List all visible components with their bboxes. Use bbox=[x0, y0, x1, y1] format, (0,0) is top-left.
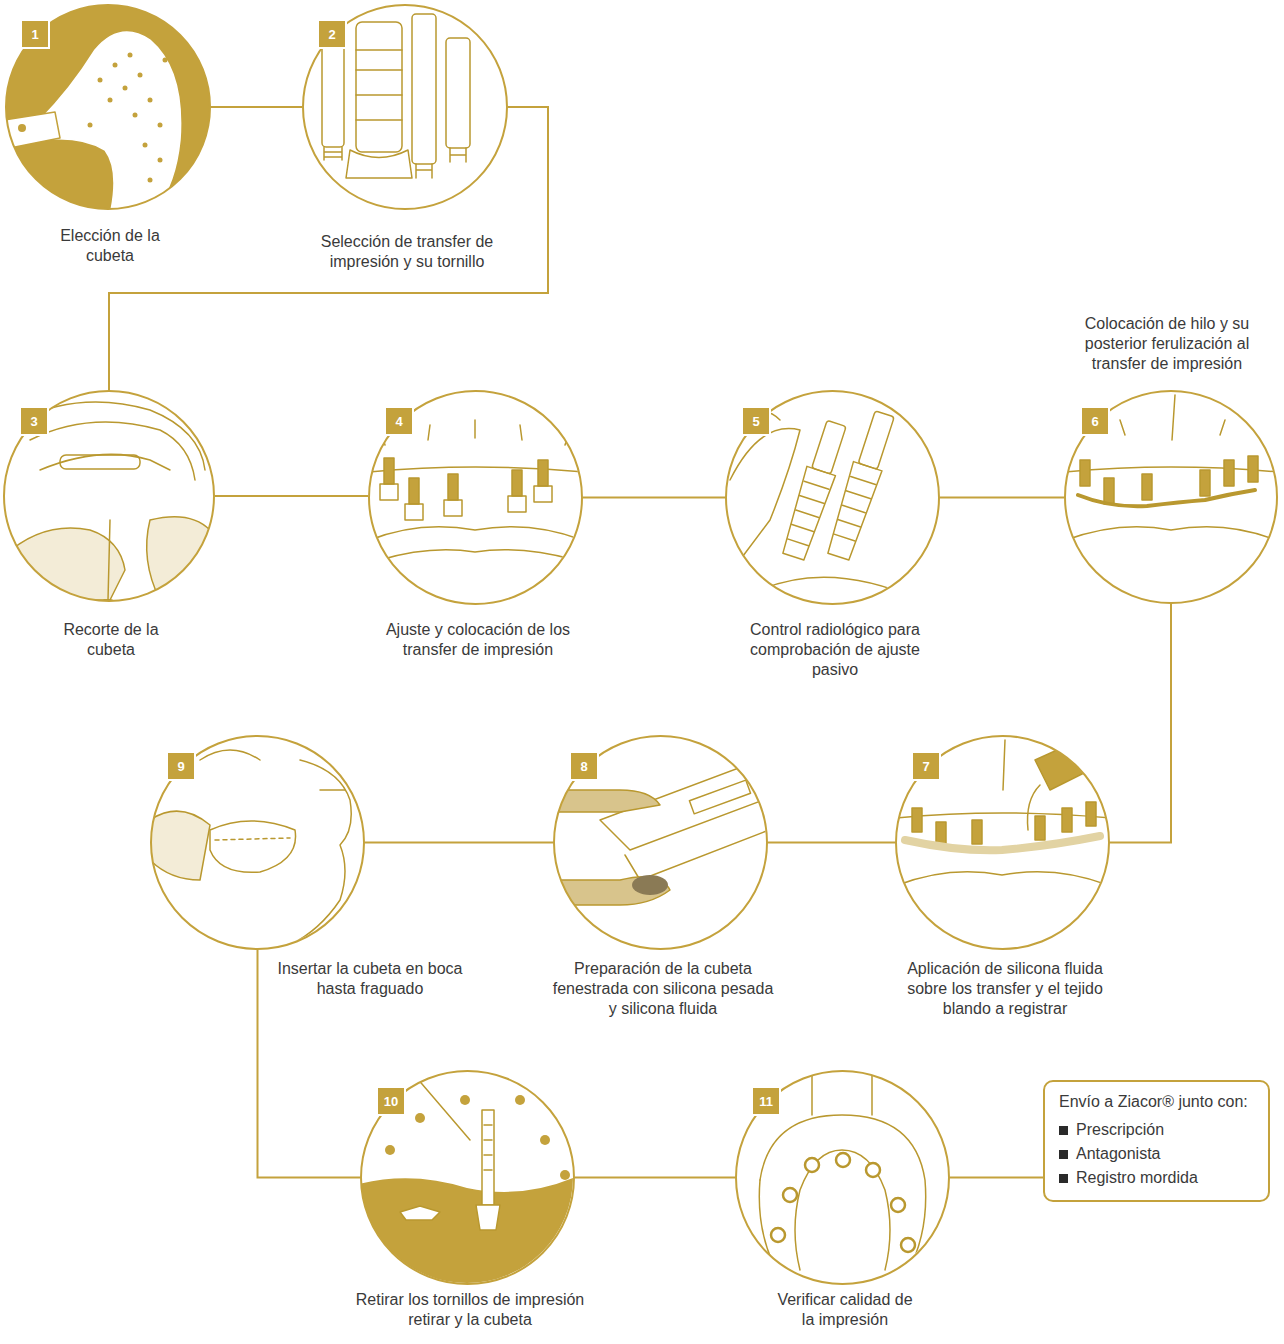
connector-line bbox=[215, 495, 368, 497]
step-caption: Elección de la cubeta bbox=[50, 226, 170, 266]
bullet-text: Antagonista bbox=[1076, 1144, 1161, 1164]
callout-number: 4 bbox=[395, 415, 402, 428]
step-caption: Retirar los tornillos de impresión retir… bbox=[340, 1290, 600, 1330]
bullet-item: Antagonista bbox=[1059, 1144, 1254, 1164]
step-circle: 11Verificar calidad de la impresión bbox=[735, 1070, 950, 1285]
callout-number: 6 bbox=[1091, 415, 1098, 428]
step-circle: 4Ajuste y colocación de los transfer de … bbox=[368, 390, 583, 605]
bullet-square bbox=[1059, 1126, 1068, 1135]
step-badge: 3 bbox=[19, 406, 49, 436]
connector-line bbox=[940, 497, 1064, 499]
callout-number: 7 bbox=[922, 760, 929, 773]
step-caption: Selección de transfer de impresión y su … bbox=[297, 232, 517, 272]
connector-line bbox=[211, 106, 302, 108]
callout-number: 9 bbox=[177, 760, 184, 773]
step-caption: Verificar calidad de la impresión bbox=[770, 1290, 920, 1330]
step-caption: Insertar la cubeta en boca hasta fraguad… bbox=[270, 959, 470, 999]
step-circle: 1Elección de la cubeta bbox=[5, 4, 211, 210]
step-caption: Control radiológico para comprobación de… bbox=[725, 620, 945, 680]
note-heading: Envío a Ziacor® junto con: bbox=[1059, 1092, 1254, 1112]
step-badge: 2 bbox=[317, 19, 347, 49]
step-badge: 9 bbox=[166, 751, 196, 781]
bullet-square bbox=[1059, 1150, 1068, 1159]
step-circle: 9Insertar la cubeta en boca hasta fragua… bbox=[150, 735, 365, 950]
connector-line bbox=[365, 842, 553, 844]
connector-line bbox=[575, 1177, 735, 1179]
step-badge: 7 bbox=[911, 751, 941, 781]
step-badge: 1 bbox=[20, 19, 50, 49]
step-caption: Aplicación de silicona fluida sobre los … bbox=[885, 959, 1125, 1019]
bullet-text: Prescripción bbox=[1076, 1120, 1164, 1140]
bullet-item: Prescripción bbox=[1059, 1120, 1254, 1140]
callout-number: 8 bbox=[580, 760, 587, 773]
callout-number: 5 bbox=[752, 415, 759, 428]
step-badge: 4 bbox=[384, 406, 414, 436]
step-circle: 5Control radiológico para comprobación d… bbox=[725, 390, 940, 605]
step-caption: Preparación de la cubeta fenestrada con … bbox=[548, 959, 778, 1019]
connector-line bbox=[583, 497, 725, 499]
step-circle: 10Retirar los tornillos de impresión ret… bbox=[360, 1070, 575, 1285]
connector-line bbox=[1110, 604, 1171, 843]
step-badge: 5 bbox=[741, 406, 771, 436]
step-caption: Ajuste y colocación de los transfer de i… bbox=[358, 620, 598, 660]
step-circle: 6Colocación de hilo y su posterior ferul… bbox=[1064, 390, 1278, 604]
callout-number: 3 bbox=[30, 415, 37, 428]
step-badge: 6 bbox=[1080, 406, 1110, 436]
step-circle: 2Selección de transfer de impresión y su… bbox=[302, 4, 508, 210]
callout-number: 11 bbox=[759, 1095, 773, 1108]
step-circle: 8Preparación de la cubeta fenestrada con… bbox=[553, 735, 768, 950]
step-circle: 3Recorte de la cubeta bbox=[3, 390, 215, 602]
step-circle: 7Aplicación de silicona fluida sobre los… bbox=[895, 735, 1110, 950]
step-caption: Colocación de hilo y su posterior feruli… bbox=[1062, 314, 1272, 374]
bullet-item: Registro mordida bbox=[1059, 1168, 1254, 1188]
callout-number: 2 bbox=[328, 28, 335, 41]
connector-line bbox=[109, 107, 548, 390]
bullet-square bbox=[1059, 1174, 1068, 1183]
step-caption: Recorte de la cubeta bbox=[51, 620, 171, 660]
callout-number: 10 bbox=[384, 1095, 398, 1108]
step-badge: 11 bbox=[751, 1086, 781, 1116]
callout-number: 1 bbox=[31, 28, 38, 41]
step-badge: 10 bbox=[376, 1086, 406, 1116]
connector-line bbox=[950, 1177, 1043, 1179]
connector-line bbox=[768, 842, 895, 844]
note-box: Envío a Ziacor® junto con: PrescripciónAn… bbox=[1043, 1080, 1270, 1202]
bullet-text: Registro mordida bbox=[1076, 1168, 1198, 1188]
step-badge: 8 bbox=[569, 751, 599, 781]
